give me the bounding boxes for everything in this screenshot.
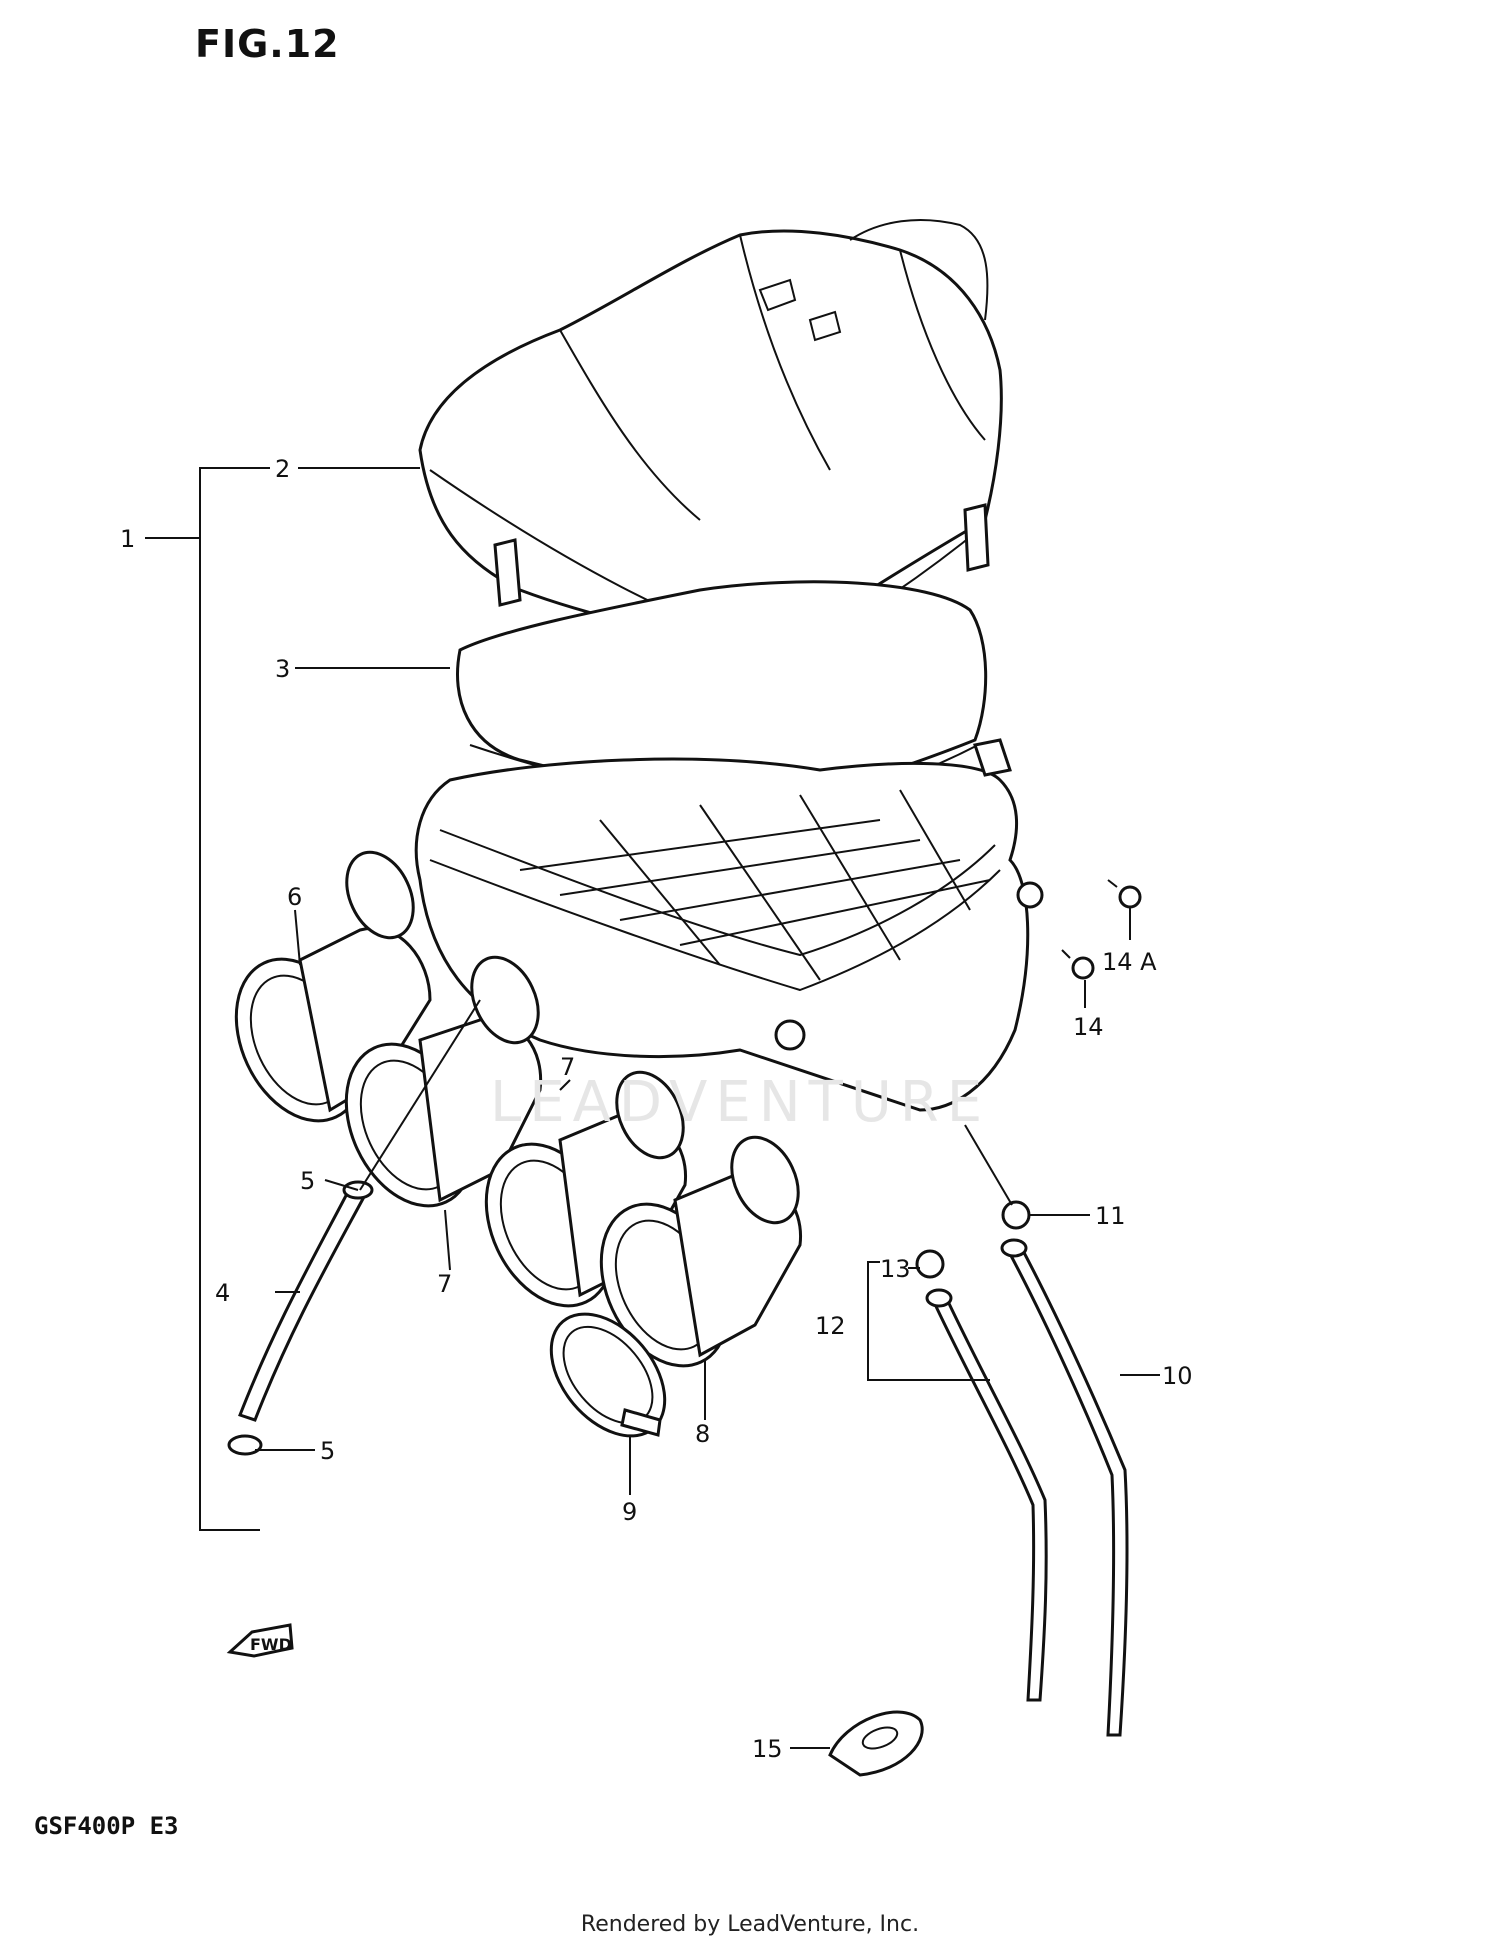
callout-3: 3 [275, 655, 290, 683]
callout-10: 10 [1162, 1362, 1193, 1390]
leader-6 [294, 909, 301, 966]
callout-4: 4 [215, 1279, 230, 1307]
callout-11: 11 [1095, 1202, 1126, 1230]
callout-13: 13 [880, 1255, 911, 1283]
clip-13 [915, 1249, 945, 1279]
assembly-bracket [199, 467, 270, 1531]
leader-7b [559, 1079, 571, 1091]
callout-9: 9 [622, 1498, 637, 1526]
hose [227, 1180, 374, 1456]
leader-5a [324, 1179, 359, 1191]
callout-7-upper: 7 [560, 1053, 575, 1081]
fwd-arrow: FWD [226, 1623, 294, 1658]
callout-14: 14 [1073, 1013, 1104, 1041]
intake-pipe-8 [599, 1135, 803, 1368]
tab-15 [828, 1710, 924, 1777]
callout-6: 6 [287, 883, 302, 911]
leader-case-to-11 [964, 1124, 1013, 1206]
air-cleaner-case [414, 738, 1044, 1112]
watermark: LEADVENTURE [490, 1070, 991, 1135]
leader-12-bracket [867, 1261, 990, 1381]
screw-14 [1061, 949, 1095, 980]
figure-title: FIG.12 [195, 22, 340, 66]
clamp [549, 1312, 667, 1438]
drain-tube-12 [925, 1288, 1048, 1702]
fwd-label: FWD [250, 1635, 292, 1654]
callout-14a: 14 A [1102, 948, 1157, 976]
intake-pipe-7b [484, 1070, 688, 1308]
screw-14a [1107, 879, 1142, 909]
model-label: GSF400P E3 [34, 1812, 179, 1840]
intake-pipe-7a [344, 955, 543, 1208]
drain-tube-10 [1000, 1238, 1129, 1737]
leader-hose-to-case [359, 999, 481, 1191]
callout-5-lower: 5 [320, 1437, 335, 1465]
callout-2: 2 [275, 455, 290, 483]
intake-pipe-6 [234, 850, 432, 1123]
callout-5-upper: 5 [300, 1167, 315, 1195]
callout-12: 12 [815, 1312, 846, 1340]
leader-7a [444, 1209, 451, 1271]
callout-1: 1 [120, 525, 135, 553]
callout-15: 15 [752, 1735, 783, 1763]
callout-7-lower: 7 [437, 1270, 452, 1298]
clip-11 [1001, 1200, 1031, 1230]
callout-8: 8 [695, 1420, 710, 1448]
air-cleaner-cap [418, 219, 1003, 682]
footer-credit: Rendered by LeadVenture, Inc. [580, 1912, 920, 1937]
